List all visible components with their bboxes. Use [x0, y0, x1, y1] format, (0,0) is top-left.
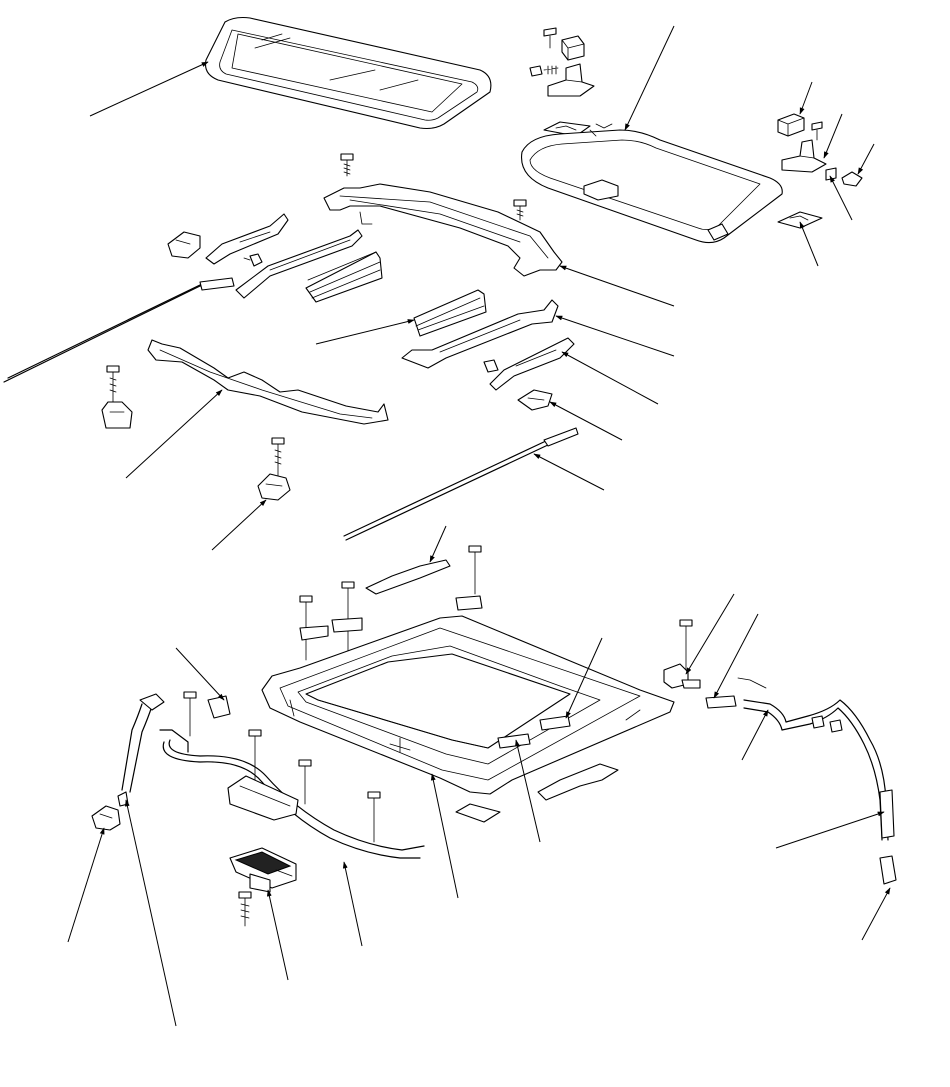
leader-lines: [67, 25, 891, 1027]
upper-bracket-hardware: [529, 27, 595, 137]
sunroof-housing-frame: [261, 595, 675, 795]
screw-8: [679, 619, 693, 671]
right-rail-pieces: [365, 559, 701, 823]
front-deflector-frame: [323, 183, 563, 277]
screw-4: [271, 437, 285, 483]
screw-15: [238, 891, 252, 927]
rear-drain-channel: [101, 339, 389, 501]
left-slider-assembly: [3, 213, 383, 383]
screw-3: [106, 365, 120, 407]
screw-2: [513, 199, 527, 221]
right-drain-hose: [705, 677, 897, 885]
screw-9: [183, 691, 197, 737]
screw-1: [340, 153, 354, 177]
right-side-bracket-parts: [777, 113, 863, 229]
screws: [106, 153, 693, 927]
sunroof-glass-panel: [204, 16, 492, 130]
front-drain-tubes: [159, 695, 425, 859]
sunroof-motor: [229, 847, 297, 893]
screw-11: [298, 759, 312, 805]
right-slider-assembly: [343, 289, 579, 541]
screw-10: [248, 729, 262, 789]
screw-12: [367, 791, 381, 843]
screw-5: [468, 545, 482, 595]
sunshade-panel: [520, 123, 783, 244]
